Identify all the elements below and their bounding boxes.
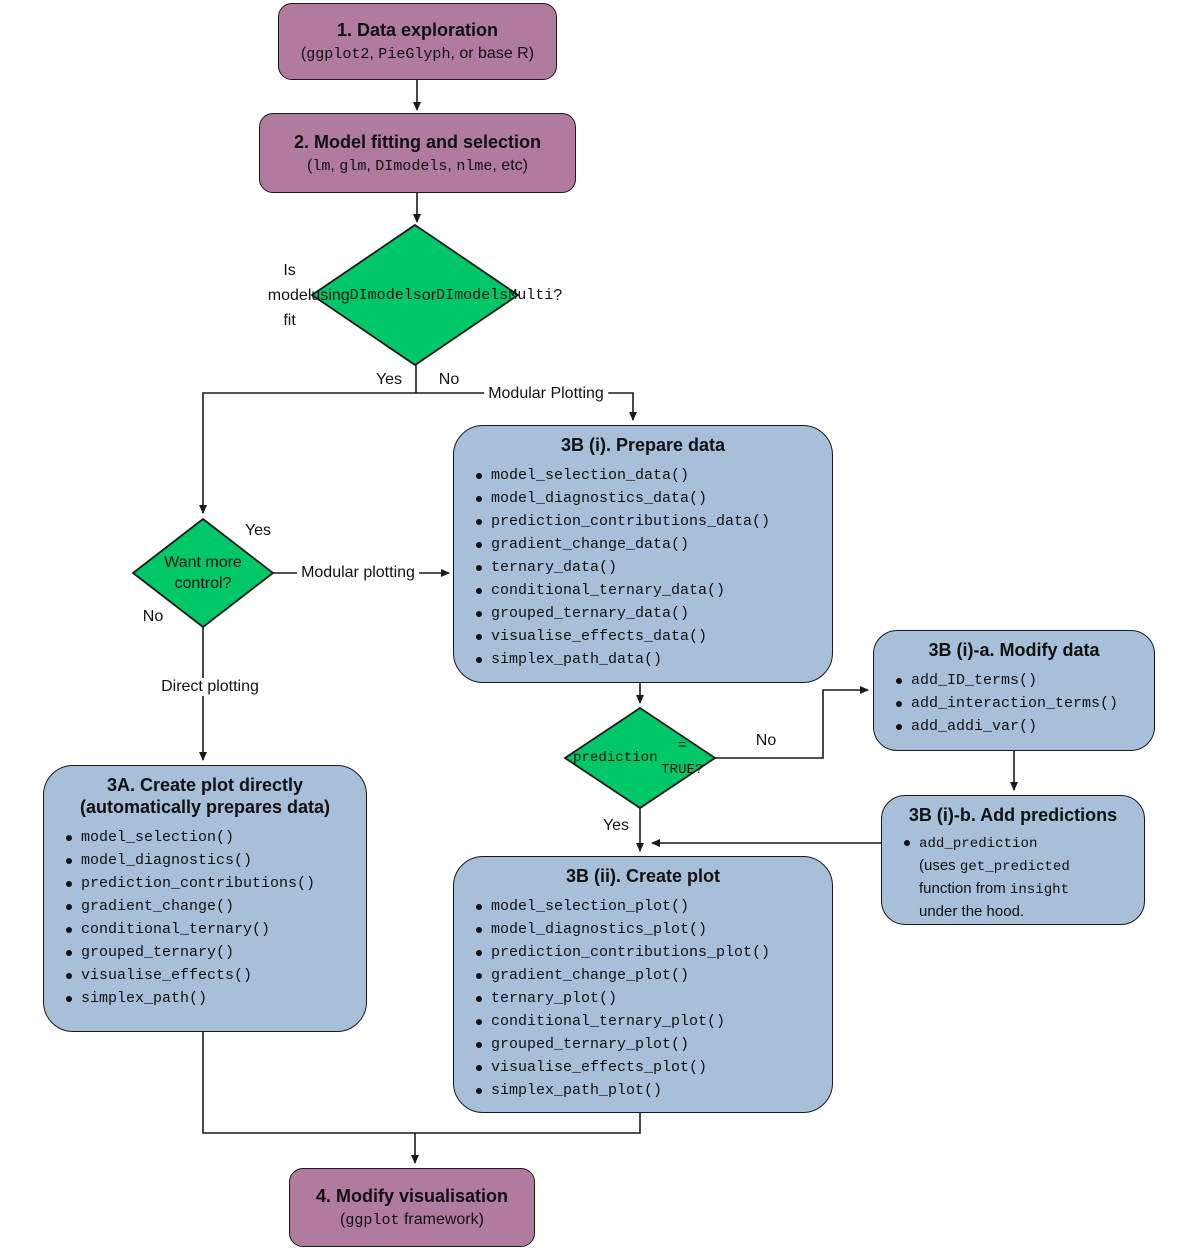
function-item: add_ID_terms() xyxy=(894,669,1148,692)
function-item: conditional_ternary_data() xyxy=(474,579,826,602)
function-item: model_selection() xyxy=(64,826,360,849)
function-item: gradient_change_data() xyxy=(474,533,826,556)
edge-label-yes: Yes xyxy=(375,371,403,388)
node-title: 2. Model fitting and selection xyxy=(293,131,542,152)
node-title: 3B (i)-b. Add predictions xyxy=(908,805,1118,825)
function-item: ternary_data() xyxy=(474,556,826,579)
edge-label-no-control: No xyxy=(142,608,164,625)
edge-label-no-prediction: No xyxy=(755,732,777,749)
function-item: visualise_effects() xyxy=(64,964,360,987)
function-item: grouped_ternary() xyxy=(64,941,360,964)
function-item: conditional_ternary_plot() xyxy=(474,1010,826,1033)
node-step1-data-exploration: 1. Data exploration (ggplot2, PieGlyph, … xyxy=(278,3,557,80)
node-subtitle: (lm, glm, DImodels, nlme, etc) xyxy=(307,156,528,175)
function-item: visualise_effects_plot() xyxy=(474,1056,826,1079)
function-item: conditional_ternary() xyxy=(64,918,360,941)
decision-text-want-control: Want more control? xyxy=(164,554,242,592)
node-step3a-create-plot-directly: 3A. Create plot directly (automatically … xyxy=(43,765,367,1032)
edge-decision1-yes xyxy=(199,392,416,514)
function-item: model_diagnostics_data() xyxy=(474,487,826,510)
function-item: simplex_path_plot() xyxy=(474,1079,826,1102)
node-step2-model-fitting: 2. Model fitting and selection (lm, glm,… xyxy=(259,113,576,193)
edge-label-no: No xyxy=(438,371,460,388)
node-step3bia-modify-data: 3B (i)-a. Modify data add_ID_terms()add_… xyxy=(873,630,1155,751)
function-item: add_interaction_terms() xyxy=(894,692,1148,715)
function-item: prediction_contributions_plot() xyxy=(474,941,826,964)
edge-bottom-join xyxy=(202,1032,641,1134)
edge-label-yes-control: Yes xyxy=(244,522,272,539)
node-title: 3A. Create plot directly xyxy=(106,775,304,795)
function-list: add_ID_terms()add_interaction_terms()add… xyxy=(874,669,1154,738)
node-step3bi-prepare-data: 3B (i). Prepare data model_selection_dat… xyxy=(453,425,833,683)
node-title: 3B (ii). Create plot xyxy=(565,866,721,886)
node-title: 3B (i). Prepare data xyxy=(560,435,726,455)
function-item: prediction_contributions() xyxy=(64,872,360,895)
function-item: gradient_change() xyxy=(64,895,360,918)
function-item: simplex_path() xyxy=(64,987,360,1010)
edge-label-modular-plotting-mid: Modular plotting xyxy=(297,564,419,582)
function-item: model_selection_data() xyxy=(474,464,826,487)
edge-label-modular-plotting-top: Modular Plotting xyxy=(484,385,608,403)
node-step3bii-create-plot: 3B (ii). Create plot model_selection_plo… xyxy=(453,856,833,1113)
function-list: model_selection_data()model_diagnostics_… xyxy=(454,464,832,671)
node-subtitle: (ggplot framework) xyxy=(340,1211,484,1229)
function-item: grouped_ternary_plot() xyxy=(474,1033,826,1056)
edge-label-direct-plotting: Direct plotting xyxy=(157,678,263,696)
function-list: model_selection()model_diagnostics()pred… xyxy=(44,826,366,1010)
function-list: model_selection_plot()model_diagnostics_… xyxy=(454,895,832,1102)
function-item: prediction_contributions_data() xyxy=(474,510,826,533)
function-item: add_addi_var() xyxy=(894,715,1148,738)
node-step4-modify-visualisation: 4. Modify visualisation (ggplot framewor… xyxy=(289,1168,535,1247)
edge-decision3-no xyxy=(715,686,869,759)
node-subtitle: (ggplot2, PieGlyph, or base R) xyxy=(300,45,535,63)
node-title: 3B (i)-a. Modify data xyxy=(928,640,1100,660)
function-item: model_diagnostics() xyxy=(64,849,360,872)
function-item: model_selection_plot() xyxy=(474,895,826,918)
node-title-line2: (automatically prepares data) xyxy=(79,797,331,817)
node-title: 4. Modify visualisation xyxy=(315,1186,509,1206)
decision-text-prediction: prediction= TRUE? xyxy=(573,738,704,778)
function-item: ternary_plot() xyxy=(474,987,826,1010)
decision-diamond-want-control xyxy=(131,517,275,629)
function-item: simplex_path_data() xyxy=(474,648,826,671)
decision-diamond-prediction xyxy=(563,706,717,810)
function-item: grouped_ternary_data() xyxy=(474,602,826,625)
function-item: model_diagnostics_plot() xyxy=(474,918,826,941)
function-item: visualise_effects_data() xyxy=(474,625,826,648)
node-title: 1. Data exploration xyxy=(336,20,499,40)
function-item: gradient_change_plot() xyxy=(474,964,826,987)
edge-label-yes-prediction: Yes xyxy=(602,817,630,834)
node-step3bib-add-predictions: 3B (i)-b. Add predictions add_prediction… xyxy=(881,795,1145,925)
decision-diamond-model-fit xyxy=(310,223,520,367)
